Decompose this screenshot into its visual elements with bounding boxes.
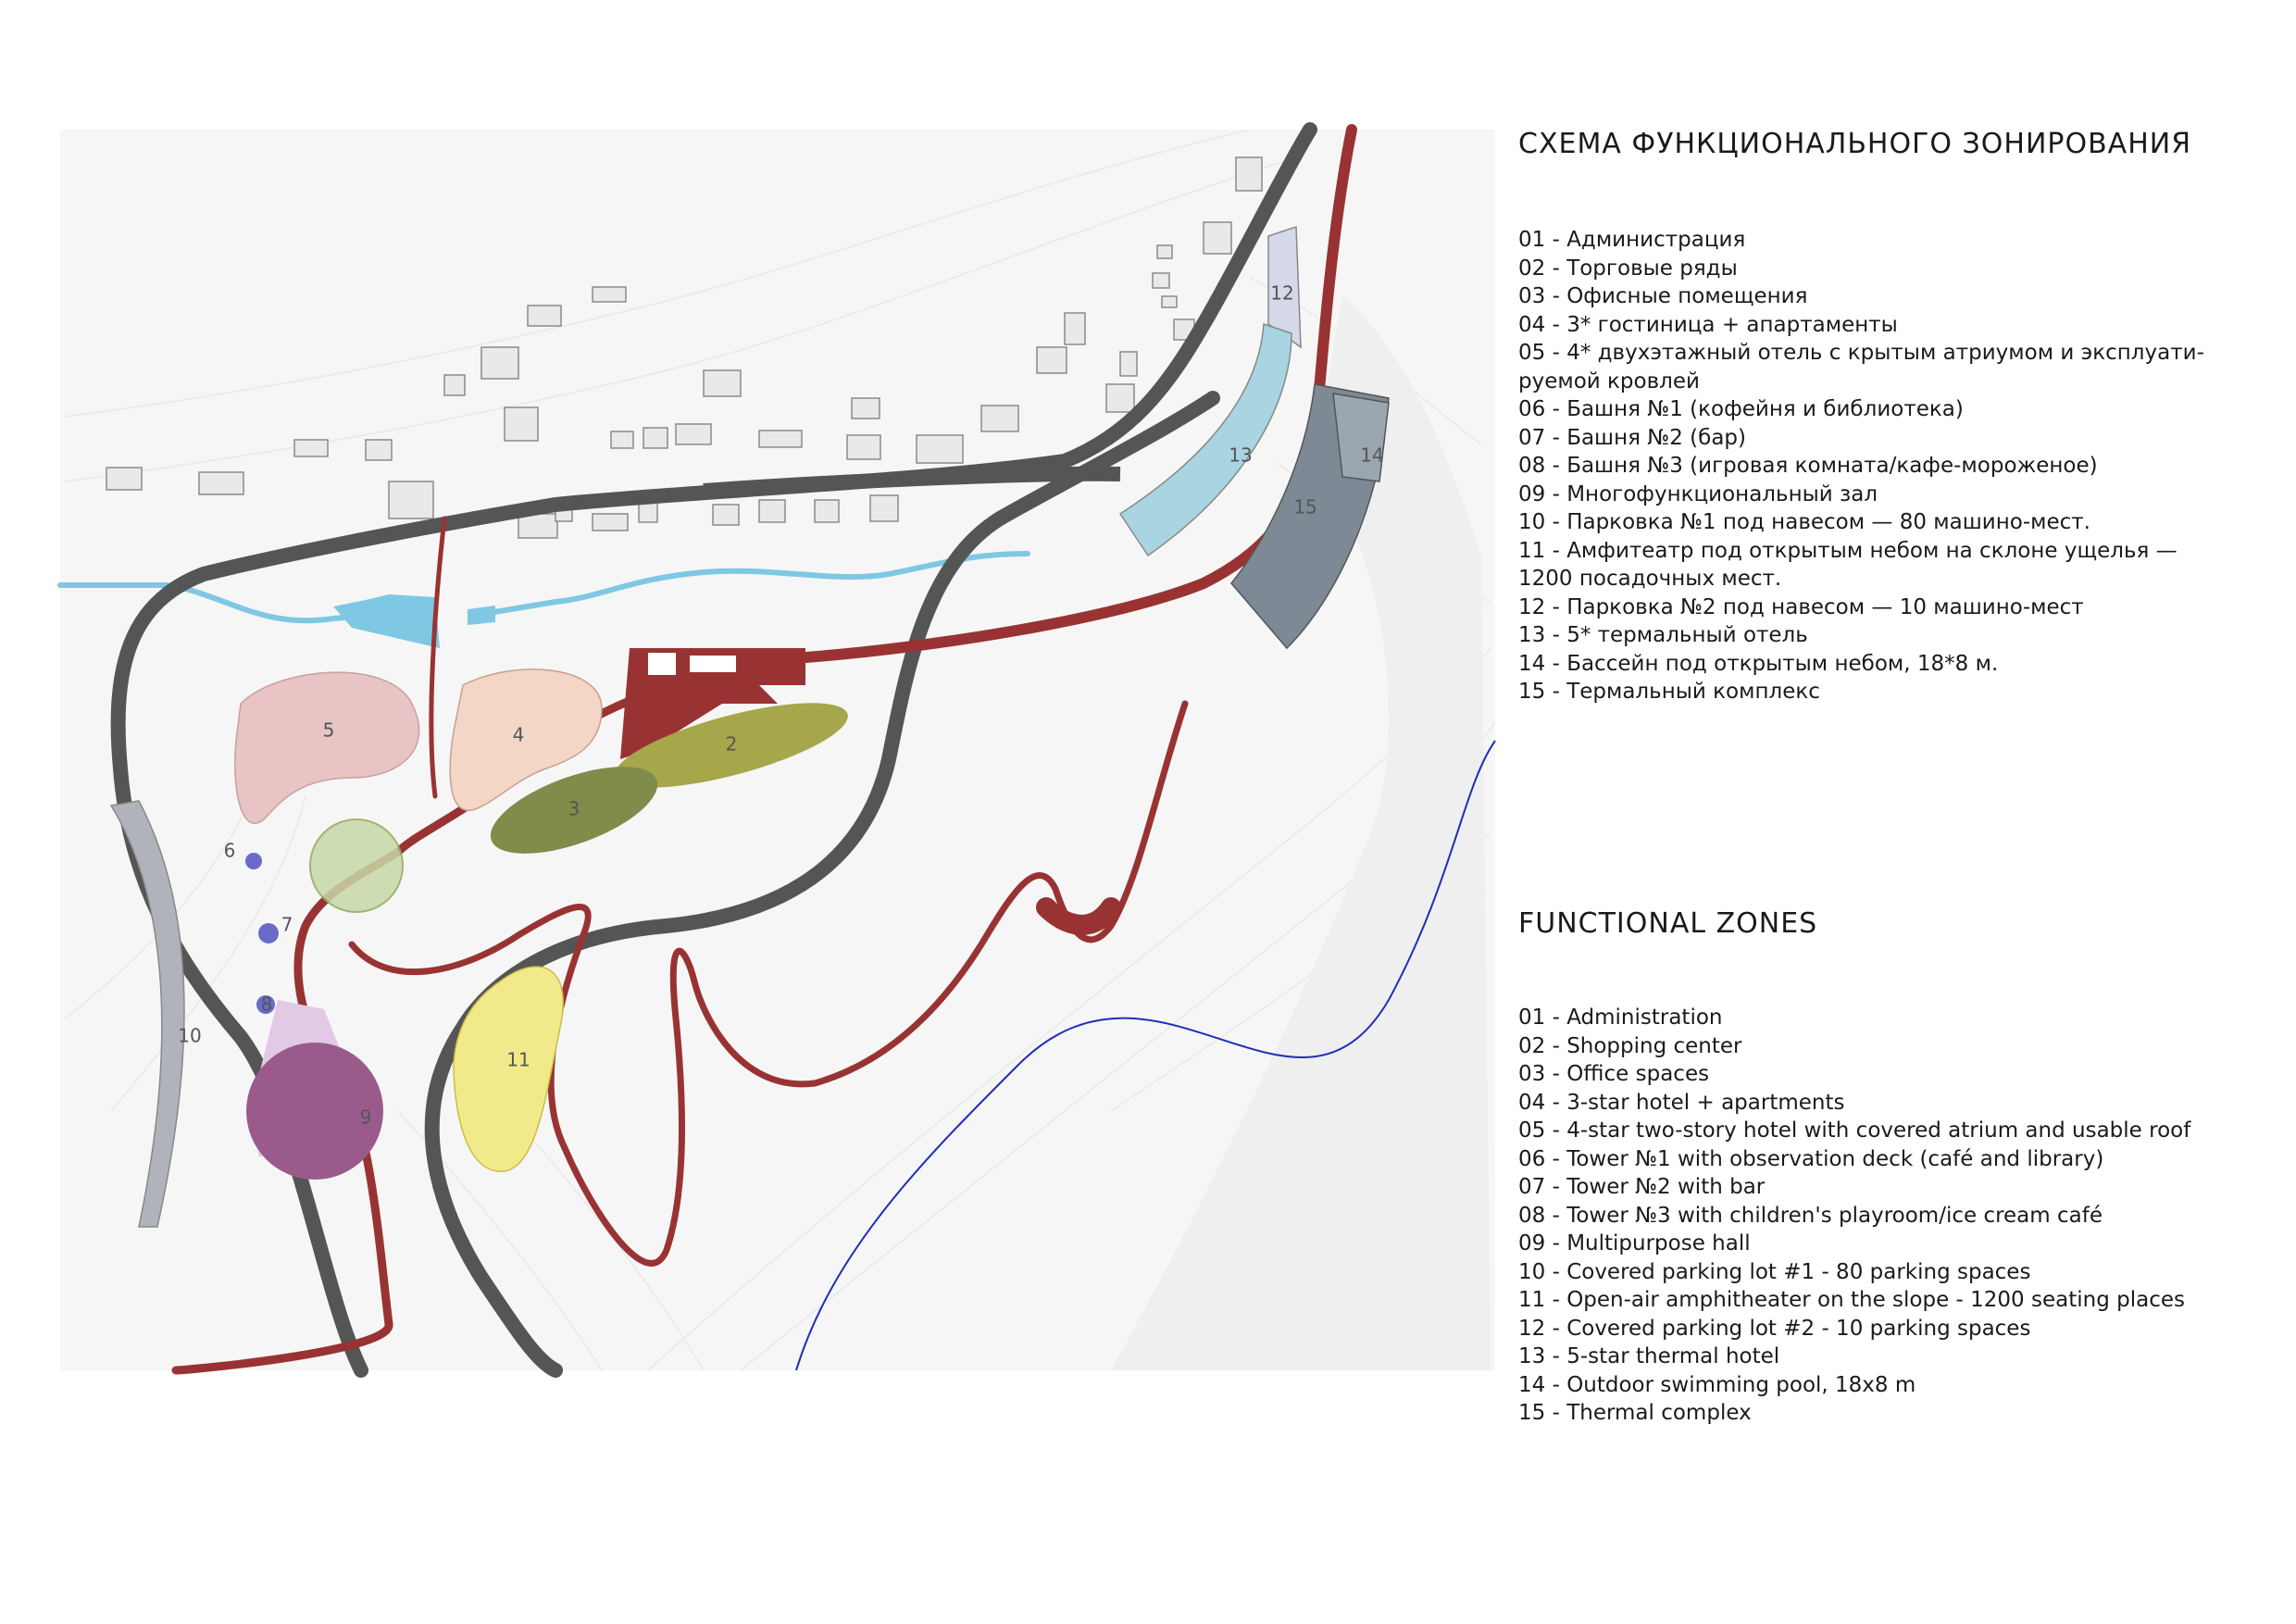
zone-label-11: 11 bbox=[506, 1049, 530, 1071]
zone-9-shape bbox=[246, 1043, 383, 1180]
zone-5-shape bbox=[234, 671, 420, 824]
zone-label-2: 2 bbox=[726, 733, 738, 756]
admin-plaza bbox=[620, 648, 805, 759]
tower-6 bbox=[245, 853, 262, 869]
legend-item: 05 - 4-star two-story hotel with covered… bbox=[1518, 1118, 2191, 1143]
zone-label-15: 15 bbox=[1293, 496, 1316, 518]
legend-item: 09 - Многофункциональный зал bbox=[1518, 481, 1878, 506]
zone-label-14: 14 bbox=[1360, 444, 1383, 467]
pond bbox=[333, 594, 440, 648]
legend-item: 01 - Administration bbox=[1518, 1006, 1723, 1030]
legend-item: 14 - Outdoor swimming pool, 18x8 m bbox=[1518, 1372, 1916, 1397]
legend-en-title: FUNCTIONAL ZONES bbox=[1518, 907, 1818, 940]
zone-label-12: 12 bbox=[1270, 282, 1293, 305]
zone-14-shape bbox=[1332, 393, 1390, 482]
existing-buildings bbox=[106, 156, 1263, 539]
legend-russian: СХЕМА ФУНКЦИОНАЛЬНОГО ЗОНИРОВАНИЯ 01 - А… bbox=[1518, 128, 2277, 706]
site-plan: 2 3 4 5 6 7 8 9 10 11 12 13 14 15 bbox=[57, 122, 1496, 1378]
legend-item: 02 - Торговые ряды bbox=[1518, 256, 1738, 281]
zone-label-13: 13 bbox=[1229, 444, 1252, 467]
legend-item: 04 - 3-star hotel + apartments bbox=[1518, 1090, 1845, 1115]
zone-12-shape bbox=[1267, 225, 1302, 349]
legend-item: 03 - Office spaces bbox=[1518, 1062, 1710, 1086]
zone-4-shape bbox=[449, 668, 603, 811]
admin-building-2 bbox=[690, 656, 736, 672]
zone-13-shape bbox=[1118, 322, 1292, 557]
legend-item: 06 - Башня №1 (кофейня и библиотека) bbox=[1518, 397, 1964, 421]
legend-item: 12 - Covered parking lot #2 - 10 parking… bbox=[1518, 1316, 2031, 1341]
tower-8 bbox=[256, 995, 275, 1014]
legend-item: 15 - Термальный комплекс bbox=[1518, 680, 1820, 704]
admin-building bbox=[648, 653, 676, 675]
zone-labels: 2 3 4 5 6 7 8 9 10 11 12 13 14 15 bbox=[178, 282, 1383, 1129]
tower-7 bbox=[258, 923, 279, 943]
legend-item: 13 - 5-star thermal hotel bbox=[1518, 1344, 1780, 1368]
legend-ru-list: 01 - Администрация 02 - Торговые ряды 03… bbox=[1518, 226, 2222, 706]
zone-3b-circle bbox=[309, 818, 404, 913]
legend-item: 13 - 5* термальный отель bbox=[1518, 623, 1808, 647]
pond-2 bbox=[468, 606, 495, 625]
zone-label-4: 4 bbox=[513, 724, 525, 746]
zone-2-shape bbox=[615, 703, 848, 788]
zone-label-8: 8 bbox=[261, 993, 273, 1016]
legend-item: 11 - Open-air amphitheater on the slope … bbox=[1518, 1288, 2185, 1312]
legend-item: 15 - Thermal complex bbox=[1518, 1401, 1752, 1425]
zone-11-shape bbox=[453, 966, 564, 1172]
main-road bbox=[110, 122, 1317, 1378]
zone-label-5: 5 bbox=[323, 719, 335, 742]
legend-item: 07 - Tower №2 with bar bbox=[1518, 1175, 1766, 1199]
legend-item: 02 - Shopping center bbox=[1518, 1033, 1742, 1058]
legend-item: 11 - Амфитеатр под открытым небом на скл… bbox=[1518, 538, 2177, 592]
legend-en-list: 01 - Administration 02 - Shopping center… bbox=[1518, 1004, 2259, 1428]
legend-item: 14 - Бассейн под открытым небом, 18*8 м. bbox=[1518, 651, 1999, 676]
elevation-line bbox=[795, 740, 1496, 1371]
legend-item: 05 - 4* двухэтажный отель с крытым атриу… bbox=[1518, 341, 2204, 394]
zone-label-6: 6 bbox=[224, 840, 236, 862]
zone-label-9: 9 bbox=[360, 1106, 372, 1129]
legend-item: 12 - Парковка №2 под навесом — 10 машино… bbox=[1518, 594, 2084, 619]
legend-item: 08 - Башня №3 (игровая комната/кафе-моро… bbox=[1518, 454, 2098, 478]
legend-item: 06 - Tower №1 with observation deck (caf… bbox=[1518, 1146, 2104, 1171]
legend-item: 01 - Администрация bbox=[1518, 228, 1746, 252]
zone-label-10: 10 bbox=[178, 1025, 201, 1047]
legend-item: 08 - Tower №3 with children's playroom/i… bbox=[1518, 1203, 2103, 1228]
hill-shading bbox=[1111, 296, 1491, 1370]
zone-10-shape bbox=[109, 800, 185, 1228]
road-loop bbox=[424, 391, 1220, 1378]
zone-label-3: 3 bbox=[568, 798, 580, 820]
legend-item: 04 - 3* гостиница + апартаменты bbox=[1518, 312, 1898, 337]
legend-ru-title: СХЕМА ФУНКЦИОНАЛЬНОГО ЗОНИРОВАНИЯ bbox=[1518, 128, 2192, 160]
zone-label-7: 7 bbox=[281, 914, 293, 936]
legend-item: 07 - Башня №2 (бар) bbox=[1518, 425, 1746, 450]
legend-item: 10 - Парковка №1 под навесом — 80 машино… bbox=[1518, 510, 2090, 534]
legend-item: 09 - Multipurpose hall bbox=[1518, 1231, 1751, 1255]
legend-item: 10 - Covered parking lot #1 - 80 parking… bbox=[1518, 1259, 2031, 1284]
legend-english: FUNCTIONAL ZONES 01 - Administration 02 … bbox=[1518, 907, 2277, 1428]
zone-3-shape bbox=[490, 767, 658, 854]
legend-item: 03 - Офисные помещения bbox=[1518, 284, 1808, 308]
